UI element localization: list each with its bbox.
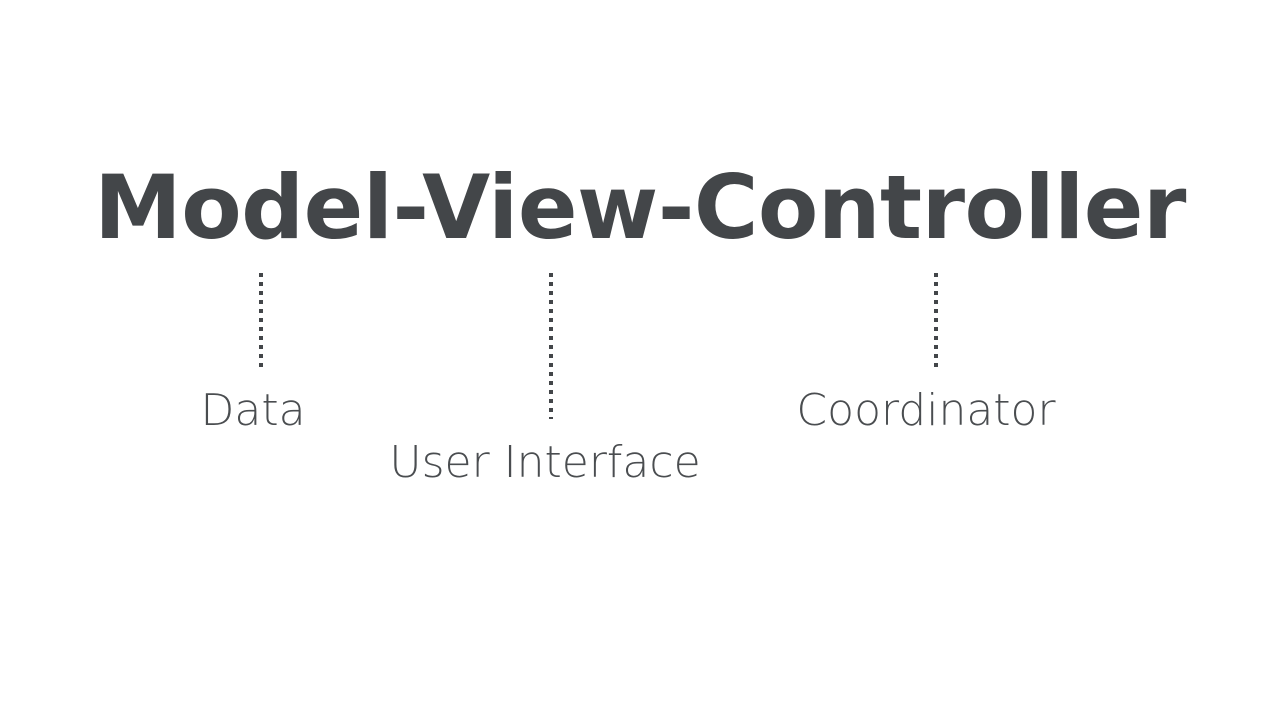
connector-line-model [259,273,263,369]
label-controller-coordinator: Coordinator [796,385,1056,436]
page-title: Model-View-Controller [94,156,1186,259]
connector-line-view [549,273,553,419]
label-view-user-interface: User Interface [389,437,701,488]
label-model-data: Data [200,385,306,436]
connector-line-controller [934,273,938,369]
